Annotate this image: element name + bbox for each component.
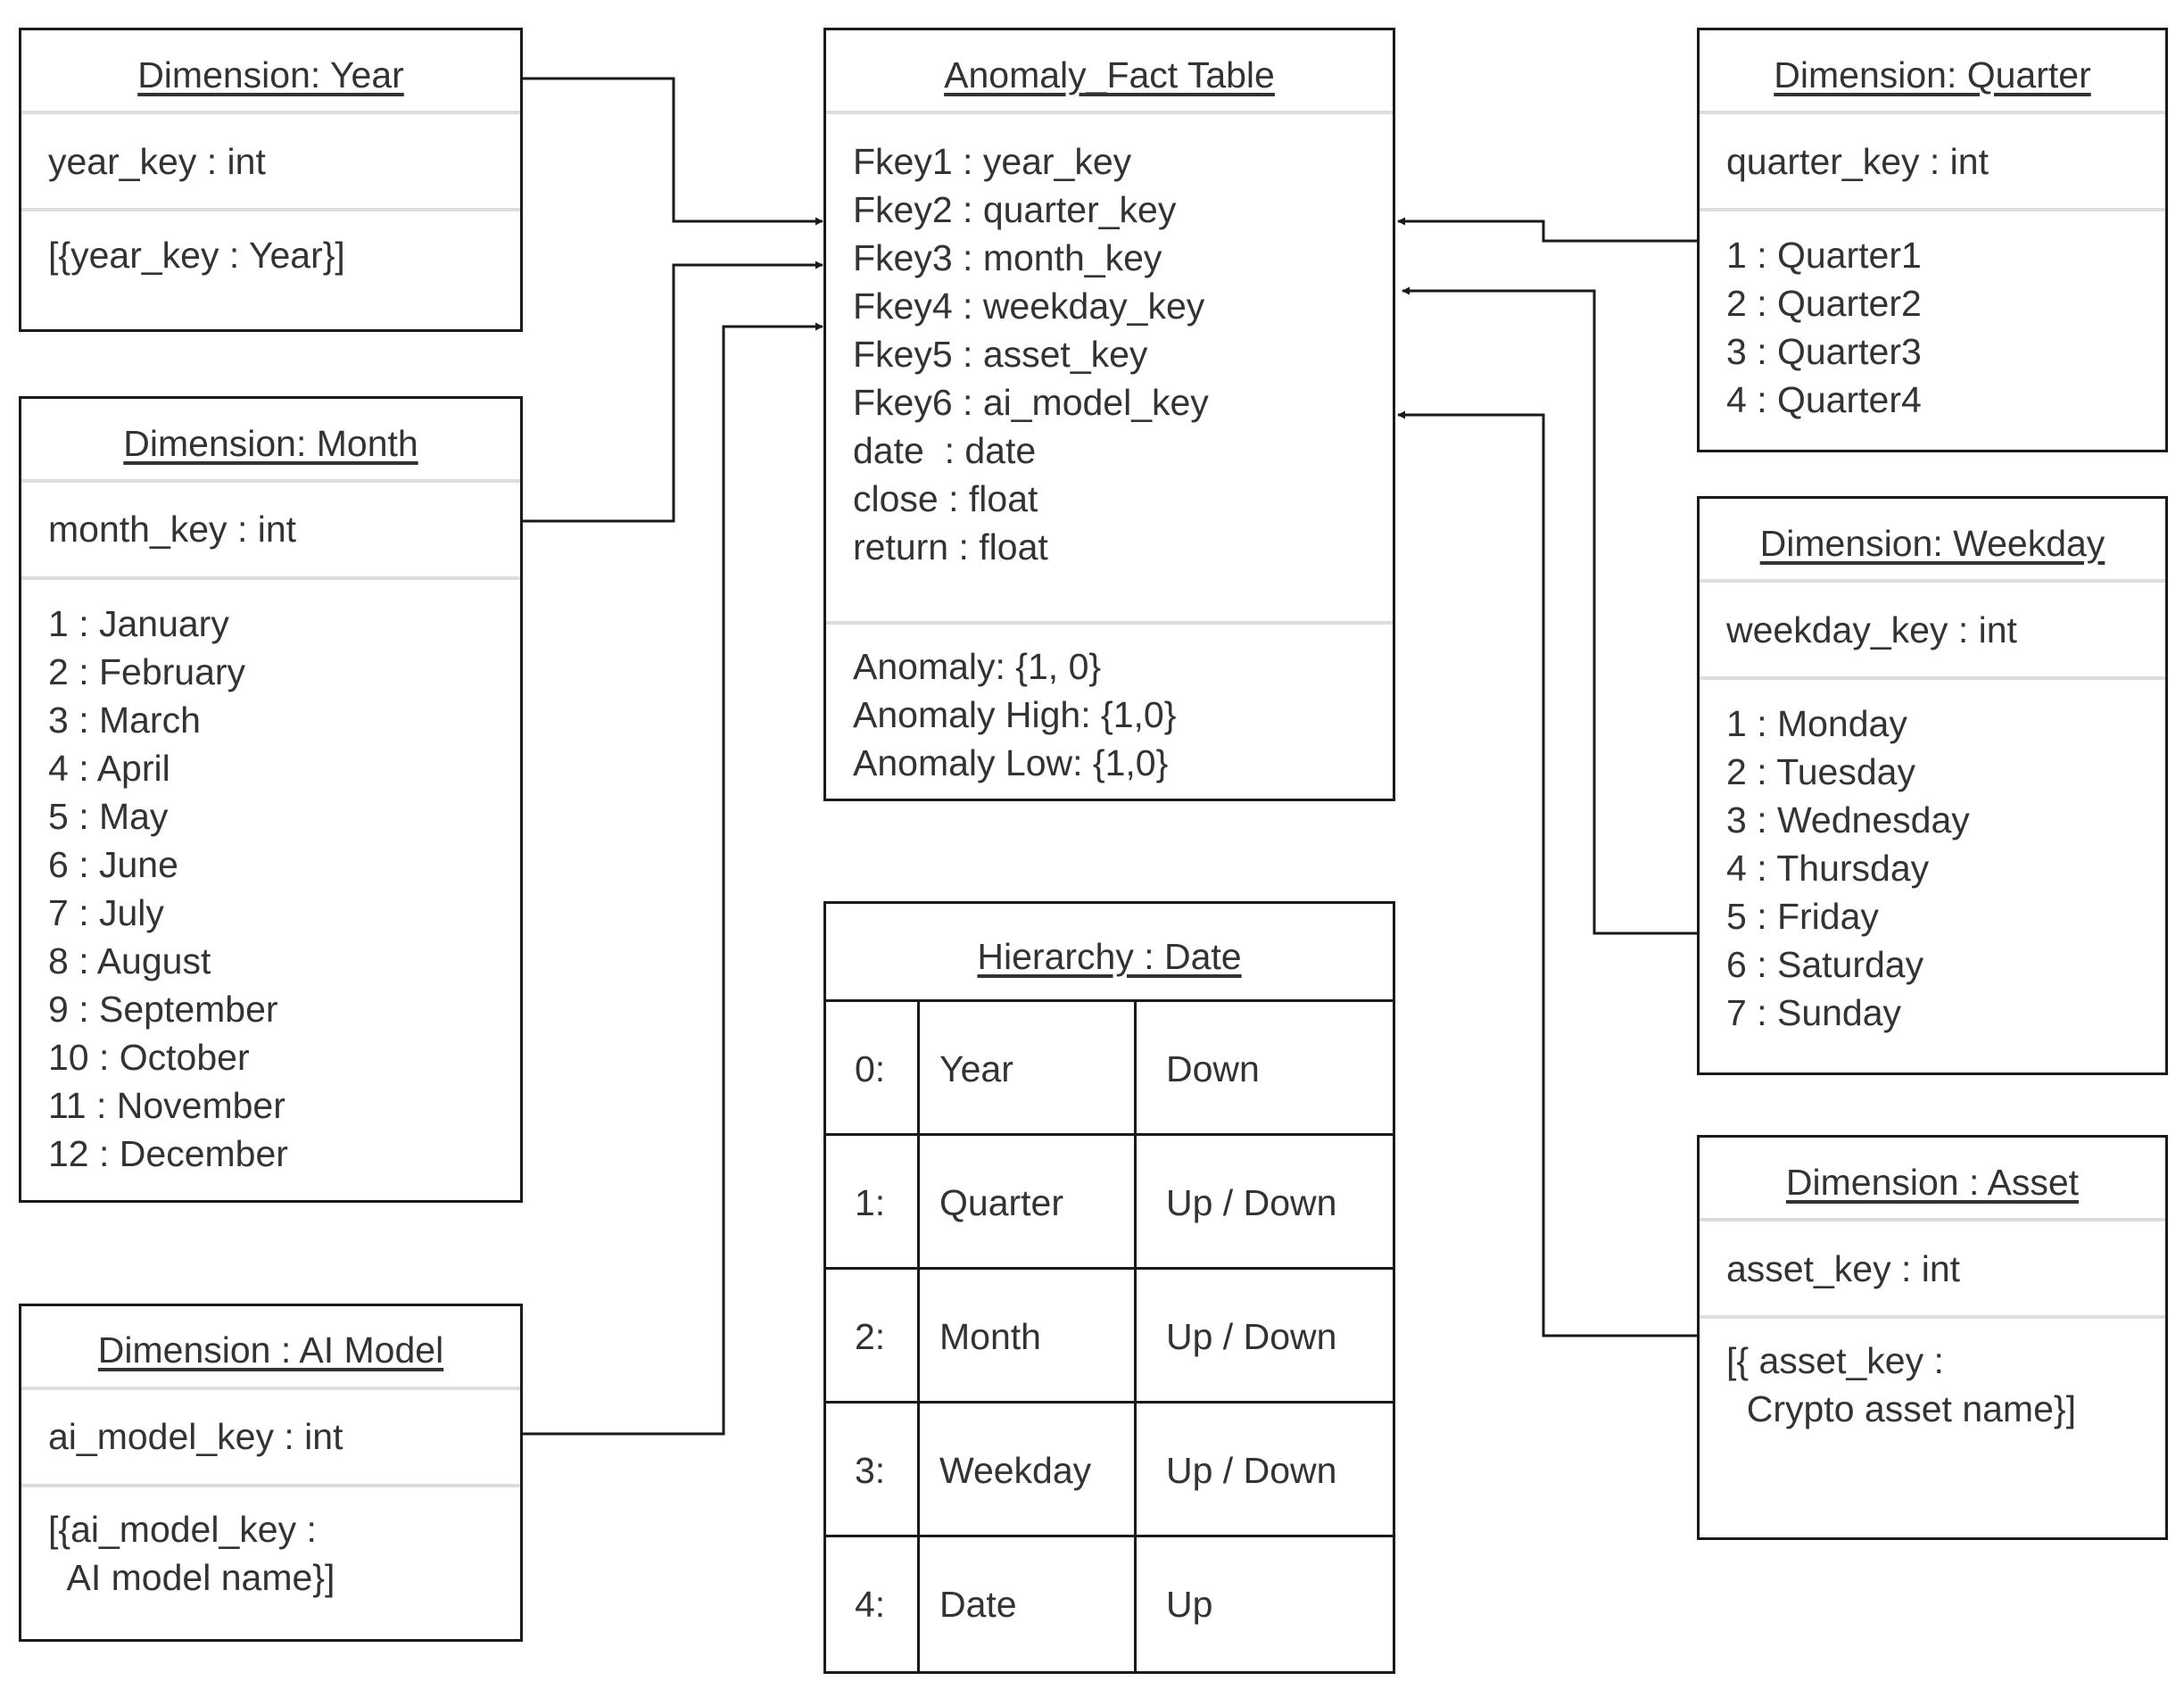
month-value: 4 : April: [48, 748, 170, 789]
weekday-value: 3 : Wednesday: [1726, 799, 1970, 840]
weekday-value: 6 : Saturday: [1726, 944, 1924, 985]
dimension-ai-model-body: [{ai_model_key : AI model name}]: [48, 1509, 335, 1598]
dimension-asset-title: Dimension : Asset: [1700, 1138, 2165, 1221]
month-value: 9 : September: [48, 989, 278, 1030]
dimension-asset-key: asset_key : int: [1700, 1221, 2165, 1319]
dimension-weekday-values: 1 : Monday 2 : Tuesday 3 : Wednesday 4 : Th…: [1700, 680, 2165, 1037]
hierarchy-row: 0:Year Down: [826, 1002, 1393, 1136]
hierarchy-level: 2:: [826, 1270, 920, 1401]
quarter-value: 2 : Quarter2: [1726, 283, 1922, 324]
weekday-value: 5 : Friday: [1726, 896, 1879, 937]
month-value: 10 : October: [48, 1037, 250, 1078]
quarter-value: 1 : Quarter1: [1726, 235, 1922, 276]
dimension-quarter-key: quarter_key : int: [1700, 114, 2165, 211]
hierarchy-level: 4:: [826, 1537, 920, 1671]
hierarchy-name: Weekday: [920, 1404, 1137, 1535]
dimension-weekday-box: Dimension: Weekday weekday_key : int 1 :…: [1697, 496, 2168, 1075]
hierarchy-navigation: Up / Down: [1166, 1182, 1337, 1223]
hierarchy-name: Quarter: [920, 1136, 1137, 1267]
dimension-weekday-key: weekday_key : int: [1700, 583, 2165, 680]
quarter-value: 4 : Quarter4: [1726, 379, 1922, 420]
month-value: 6 : June: [48, 844, 178, 885]
hierarchy-name: Date: [920, 1537, 1137, 1671]
fact-field: Fkey3 : month_key: [853, 237, 1162, 278]
dimension-ai-model-key: ai_model_key : int: [21, 1390, 520, 1487]
dimension-asset-box: Dimension : Asset asset_key : int [{ ass…: [1697, 1135, 2168, 1540]
hierarchy-navigation: Up / Down: [1166, 1316, 1337, 1357]
dimension-year-box: Dimension: Year year_key : int [{year_ke…: [19, 28, 523, 332]
month-value: 5 : May: [48, 796, 169, 837]
dimension-year-body: [{year_key : Year}]: [48, 235, 345, 276]
weekday-value: 4 : Thursday: [1726, 848, 1930, 889]
dimension-month-title: Dimension: Month: [21, 399, 520, 483]
connector-weekday-to-fact: [1402, 286, 1697, 935]
fact-table-title: Anomaly_Fact Table: [826, 30, 1393, 114]
weekday-value: 2 : Tuesday: [1726, 751, 1915, 792]
hierarchy-level: 3:: [826, 1404, 920, 1535]
connector-year-to-fact: [521, 77, 823, 226]
hierarchy-name: Year: [920, 1002, 1137, 1133]
fact-field: close : float: [853, 478, 1038, 519]
connector-quarter-to-fact: [1397, 217, 1697, 243]
connector-aimodel-to-fact: [521, 322, 823, 1436]
dimension-month-key: month_key : int: [21, 483, 520, 580]
dimension-weekday-title: Dimension: Weekday: [1700, 499, 2165, 583]
hierarchy-level: 0:: [826, 1002, 920, 1133]
connector-month-to-fact: [521, 261, 823, 523]
dimension-month-box: Dimension: Month month_key : int 1 : Jan…: [19, 396, 523, 1203]
hierarchy-row: 4:Date Up: [826, 1537, 1393, 1671]
hierarchy-navigation: Up / Down: [1166, 1450, 1337, 1491]
hierarchy-navigation: Down: [1166, 1048, 1260, 1089]
fact-table-measures: Anomaly: {1, 0} Anomaly High: {1,0} Anomal…: [826, 625, 1393, 787]
fact-measure: Anomaly: {1, 0}: [853, 646, 1102, 687]
fact-field: Fkey6 : ai_model_key: [853, 382, 1209, 423]
month-value: 7 : July: [48, 892, 164, 933]
connector-asset-to-fact: [1397, 410, 1697, 1337]
fact-field: return : float: [853, 526, 1048, 567]
weekday-value: 7 : Sunday: [1726, 992, 1902, 1033]
month-value: 12 : December: [48, 1133, 288, 1174]
hierarchy-row: 3:Weekday Up / Down: [826, 1404, 1393, 1537]
fact-field: date : date: [853, 430, 1037, 471]
fact-field: Fkey4 : weekday_key: [853, 286, 1205, 327]
month-value: 2 : February: [48, 651, 246, 692]
dimension-year-title: Dimension: Year: [21, 30, 520, 114]
dimension-quarter-title: Dimension: Quarter: [1700, 30, 2165, 114]
hierarchy-level: 1:: [826, 1136, 920, 1267]
dimension-quarter-box: Dimension: Quarter quarter_key : int 1 :…: [1697, 28, 2168, 452]
dimension-asset-body: [{ asset_key : Crypto asset name}]: [1726, 1340, 2076, 1429]
fact-field: Fkey2 : quarter_key: [853, 189, 1177, 230]
dimension-year-key: year_key : int: [21, 114, 520, 211]
month-value: 11 : November: [48, 1085, 285, 1126]
month-value: 1 : January: [48, 603, 229, 644]
dimension-ai-model-box: Dimension : AI Model ai_model_key : int …: [19, 1304, 523, 1642]
weekday-value: 1 : Monday: [1726, 703, 1907, 744]
hierarchy-navigation: Up: [1166, 1584, 1213, 1625]
hierarchy-date-rows: 0:Year Down 1:Quarter Up / Down 2:Month Up / …: [826, 1002, 1393, 1671]
hierarchy-row: 2:Month Up / Down: [826, 1270, 1393, 1404]
dimension-ai-model-title: Dimension : AI Model: [21, 1306, 520, 1390]
fact-field: Fkey5 : asset_key: [853, 334, 1148, 375]
dimension-month-values: 1 : January 2 : February 3 : March 4 : Apri…: [21, 580, 520, 1178]
hierarchy-row: 1:Quarter Up / Down: [826, 1136, 1393, 1270]
dimension-quarter-values: 1 : Quarter1 2 : Quarter2 3 : Quarter3 4 : …: [1700, 211, 2165, 424]
fact-field: Fkey1 : year_key: [853, 141, 1132, 182]
hierarchy-date-title: Hierarchy : Date: [826, 904, 1393, 1002]
fact-measure: Anomaly High: {1,0}: [853, 694, 1177, 735]
fact-measure: Anomaly Low: {1,0}: [853, 742, 1169, 783]
hierarchy-name: Month: [920, 1270, 1137, 1401]
month-value: 3 : March: [48, 700, 201, 741]
hierarchy-date-table: Hierarchy : Date 0:Year Down 1:Quarter Up /…: [823, 901, 1395, 1674]
month-value: 8 : August: [48, 940, 211, 981]
quarter-value: 3 : Quarter3: [1726, 331, 1922, 372]
